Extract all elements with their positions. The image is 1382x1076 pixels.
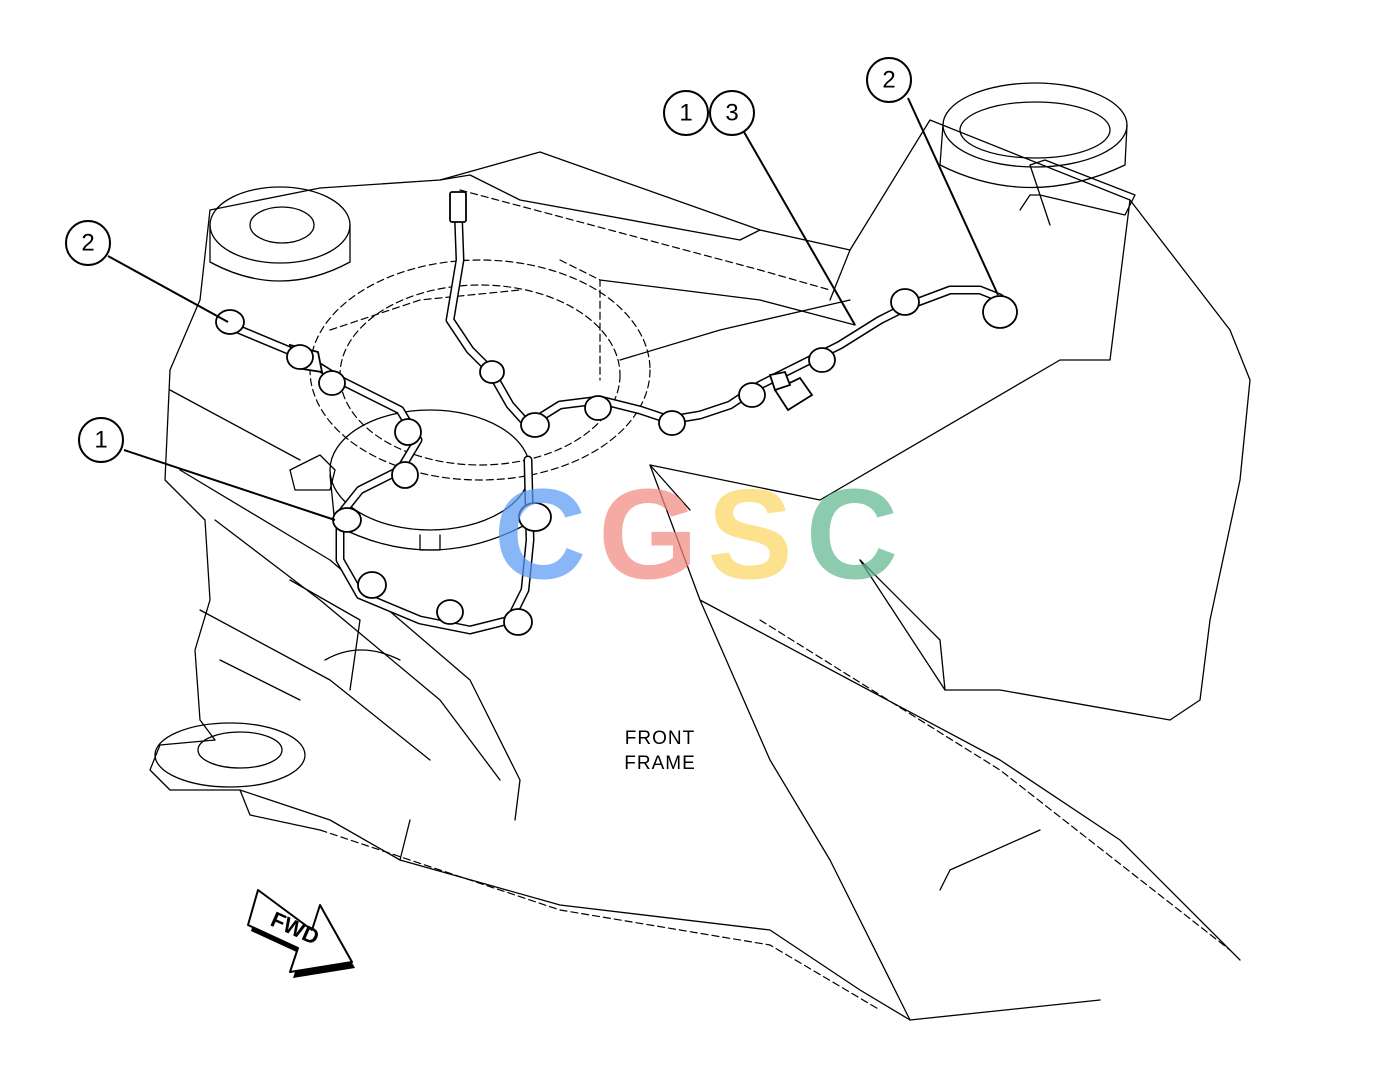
leader-lines <box>107 97 999 521</box>
callout-label: 3 <box>725 100 738 127</box>
callout-2-top-right: 2 <box>866 57 912 103</box>
cgsc-watermark: C G S C <box>494 464 898 607</box>
fwd-arrow-icon: FWD <box>247 889 355 978</box>
frame-label-line-1: FRONT <box>625 728 695 749</box>
callout-3-top: 3 <box>709 90 755 136</box>
watermark-letter-3: S <box>707 464 792 607</box>
callout-label: 1 <box>94 427 107 454</box>
callout-1-top: 1 <box>663 90 709 136</box>
front-frame-outline <box>149 82 1251 1021</box>
callout-label: 2 <box>882 67 895 94</box>
callout-1-left: 1 <box>78 417 124 463</box>
watermark-letter-4: C <box>806 464 898 607</box>
harness-clips <box>215 288 1018 636</box>
callout-label: 2 <box>81 230 94 257</box>
callout-2-left: 2 <box>65 220 111 266</box>
watermark-letter-2: G <box>598 464 698 607</box>
frame-label-line-2: FRAME <box>624 753 696 774</box>
callout-label: 1 <box>679 100 692 127</box>
front-frame-label: FRONT FRAME <box>624 728 696 774</box>
watermark-letter-1: C <box>494 464 586 607</box>
